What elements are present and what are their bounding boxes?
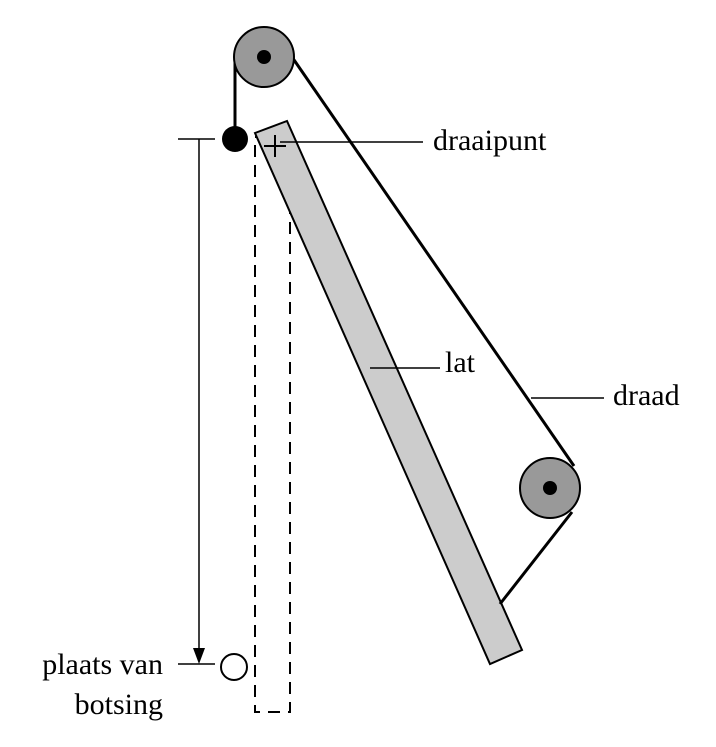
string-label: draad [613,379,680,412]
string-long [290,56,576,467]
string-bottom [498,511,574,605]
height-arrow-head [193,648,205,664]
collision-label-line1: plaats van [42,648,163,681]
collision-label-line2: botsing [74,688,163,721]
rod-label: lat [445,346,475,379]
collision-location [220,653,248,681]
rod-vertical-outline [254,136,291,713]
pivot-label: draaipunt [433,124,547,157]
lower-pulley-axle [543,481,557,495]
rod [253,119,524,666]
ball [222,126,248,152]
top-pulley-axle [257,50,271,64]
